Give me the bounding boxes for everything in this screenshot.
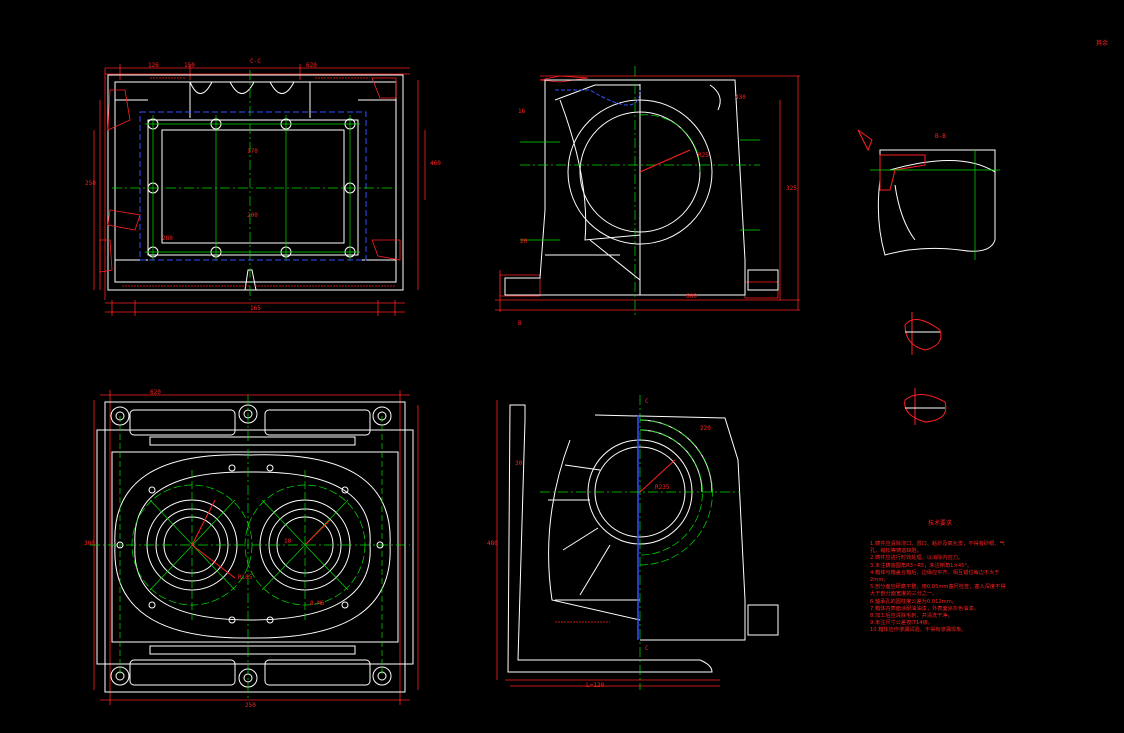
section-letter: C (645, 645, 649, 652)
dim-label: R235 (655, 484, 670, 491)
dim-label: 200 (247, 212, 258, 219)
dim-label: L=120 (586, 682, 605, 689)
dim-label: 620 (150, 389, 161, 396)
note-item: 2.铸件应进行时效处理，以消除内应力。 (870, 555, 964, 562)
note-item: 4.箱体与箱盖合箱后，边缘应平齐，相互错位每边不大于2mm。 (870, 569, 1000, 584)
dim-label: 126 (148, 62, 159, 69)
section-letter: C (645, 398, 649, 405)
dim-label: 165 (250, 305, 261, 312)
dim-label: 170 (247, 148, 258, 155)
dim-label: 8-M6 (310, 600, 325, 607)
dim-label: 20 (520, 238, 528, 245)
section-bb-view (857, 129, 1000, 260)
dim-label: 250 (85, 180, 96, 187)
dim-label: R25 (698, 152, 709, 159)
note-item: 10.箱体应作渗漏试验，不得有渗漏现象。 (870, 627, 967, 634)
section-bb-label: B-B (935, 133, 946, 140)
note-item: 9.未注尺寸公差按IT14级。 (870, 620, 933, 627)
front-elevation-view (495, 66, 800, 315)
note-item: 6.轴承孔的圆柱度公差为0.012mm。 (870, 598, 957, 605)
dim-label: 430 (735, 94, 746, 101)
dim-label: 600 (686, 293, 697, 300)
dim-label: 280 (162, 235, 173, 242)
dim-label: 620 (306, 62, 317, 69)
note-item: 8.加工后应清除毛刺，并清洗干净。 (870, 613, 953, 620)
detail-views (904, 312, 947, 425)
dim-label: 300 (84, 540, 95, 547)
section-letter: B (518, 320, 522, 327)
dim-label: 150 (184, 62, 195, 69)
dim-label: 460 (430, 160, 441, 167)
bottom-plan-view (90, 390, 419, 705)
section-cc-label: C-C (250, 58, 261, 65)
dim-label: 480 (487, 540, 498, 547)
note-item: 5.剖分面应研磨平整，用0.05mm塞尺检查，塞入深度不得大于剖分面宽度的三分之… (870, 584, 1006, 598)
dim-label: 220 (700, 425, 711, 432)
note-item: 1.铸件应清除浇口、冒口、粘砂及氧化皮，不得有砂眼、气孔、缩松等铸造缺陷。 (870, 541, 1005, 555)
dim-label: 16 (518, 108, 526, 115)
dim-label: 325 (786, 185, 797, 192)
dim-label: 30 (515, 460, 523, 467)
technical-requirements-title: 技术要求 (927, 520, 952, 527)
dim-label: 10 (284, 538, 292, 545)
note-item: 3.未注铸造圆角R3~R5，未注倒角1×45°。 (870, 562, 973, 569)
technical-requirements: 技术要求 1.铸件应清除浇口、冒口、粘砂及氧化皮，不得有砂眼、气孔、缩松等铸造缺… (870, 518, 1010, 635)
top-plan-view (93, 64, 426, 316)
dim-label: 250 (245, 702, 256, 709)
side-elevation-view (496, 395, 779, 690)
dim-label: R105 (238, 574, 253, 581)
surface-roughness-mark: 其余 (1096, 40, 1109, 47)
note-item: 7.箱体内表面涂耐油油漆，外表面涂灰色油漆。 (870, 605, 979, 612)
